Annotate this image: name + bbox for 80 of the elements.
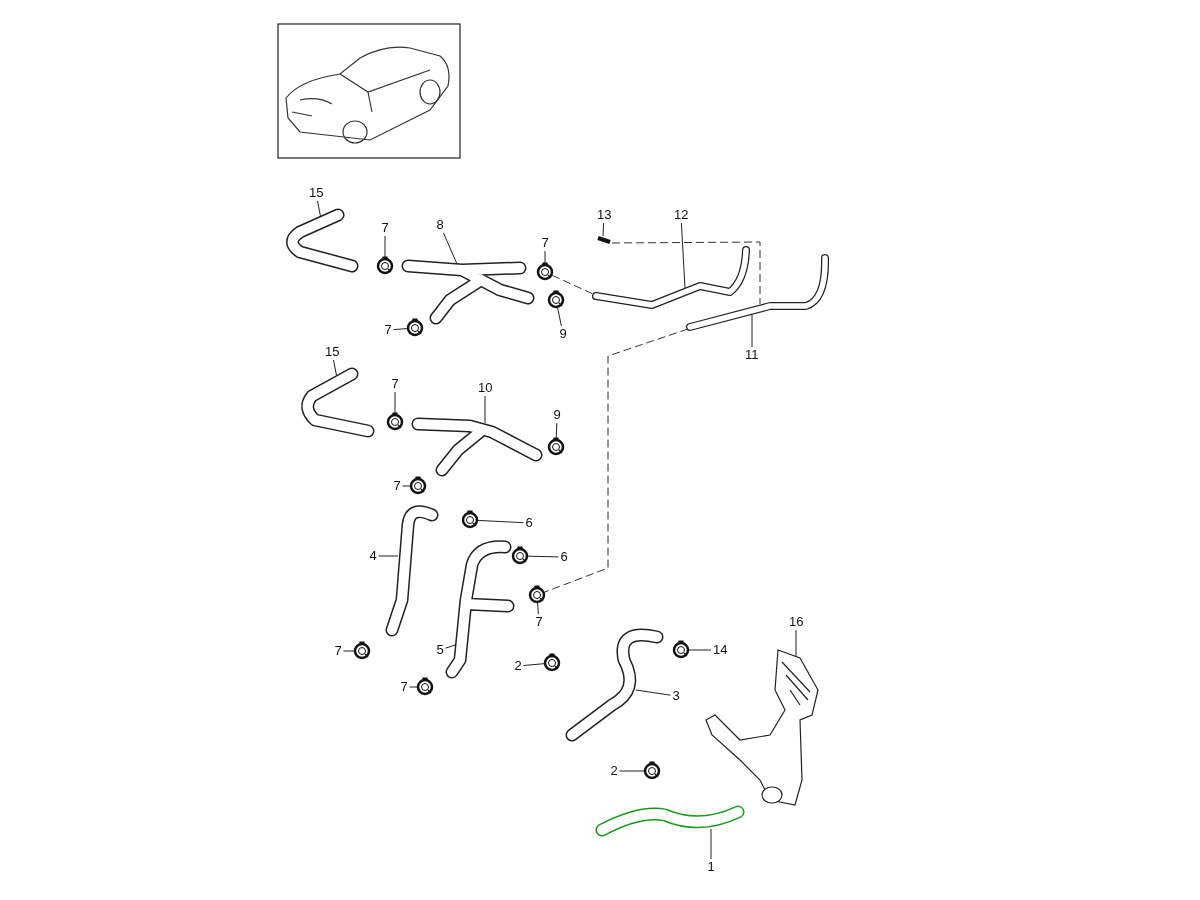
leader-line — [619, 770, 645, 772]
y-hose — [411, 417, 543, 477]
y-hose — [401, 259, 535, 325]
callout-number: 7 — [541, 236, 549, 250]
leader-line — [477, 519, 524, 524]
coolant-hose — [595, 805, 745, 837]
leader-line — [527, 555, 559, 558]
callout-number: 7 — [393, 479, 401, 493]
callout-number: 12 — [674, 208, 689, 222]
callout-number: 6 — [525, 516, 533, 530]
hose-clamp-icon — [511, 546, 529, 565]
leader-line — [537, 602, 539, 615]
leader-line — [680, 222, 686, 289]
leader-line — [393, 328, 408, 331]
callout-number: 13 — [597, 208, 612, 222]
callout-number: 9 — [553, 408, 561, 422]
assembly-line — [611, 241, 761, 305]
leader-line — [443, 232, 458, 265]
callout-number: 1 — [707, 860, 715, 874]
callout-number: 11 — [745, 348, 759, 362]
leader-line — [602, 222, 605, 237]
coolant-pipe — [686, 254, 829, 331]
hose-clamp-icon — [353, 641, 371, 660]
hose-clamp-icon — [547, 290, 565, 309]
leader-line — [635, 689, 671, 696]
callout-number: 4 — [369, 549, 377, 563]
callout-number: 9 — [559, 327, 567, 341]
coolant-pipe — [592, 246, 750, 309]
assembly-line — [544, 328, 689, 593]
callout-number: 8 — [436, 218, 444, 232]
leader-line — [394, 391, 396, 415]
t-hose — [445, 540, 515, 679]
callout-number: 7 — [535, 615, 543, 629]
leader-line — [484, 395, 486, 424]
leader-line — [523, 663, 545, 666]
leader-line — [544, 250, 546, 265]
hose-clamp-icon — [416, 677, 434, 696]
leader-line — [343, 650, 355, 652]
leader-line — [378, 555, 399, 557]
assembly-line — [551, 274, 594, 295]
callout-number: 6 — [560, 550, 568, 564]
hose-clamp-icon — [543, 653, 561, 672]
coolant-hose — [301, 367, 375, 438]
leader-line — [409, 686, 418, 688]
hose-clamp-icon — [461, 510, 479, 529]
coolant-hose — [286, 208, 359, 273]
callout-number: 16 — [789, 615, 804, 629]
leader-line — [751, 314, 753, 348]
callout-number: 7 — [400, 680, 408, 694]
callout-number: 2 — [514, 659, 522, 673]
leader-line — [384, 235, 386, 259]
callout-number: 7 — [384, 323, 392, 337]
callout-number: 15 — [325, 345, 340, 359]
callout-number: 7 — [334, 644, 342, 658]
callout-number: 7 — [391, 377, 399, 391]
callout-number: 7 — [381, 221, 389, 235]
leader-line — [688, 649, 712, 651]
hose-clamp-icon — [672, 640, 690, 659]
leader-line — [795, 629, 797, 658]
bolt-icon — [597, 236, 611, 244]
leader-line — [557, 307, 562, 327]
callout-number: 5 — [436, 643, 444, 657]
hose-clamp-icon — [528, 585, 546, 604]
coolant-hose — [385, 505, 439, 637]
hose-clamp-icon — [406, 318, 424, 337]
hose-clamp-icon — [376, 256, 394, 275]
hose-clamp-icon — [386, 412, 404, 431]
callout-number: 15 — [309, 186, 324, 200]
callout-number: 14 — [713, 643, 728, 657]
hose-clamp-icon — [643, 761, 661, 780]
callout-number: 2 — [610, 764, 618, 778]
callout-number: 3 — [672, 689, 680, 703]
callout-number: 10 — [478, 381, 493, 395]
hose-clamp-icon — [547, 437, 565, 456]
leader-line — [402, 485, 411, 487]
hose-clamp-icon — [409, 476, 427, 495]
leader-line — [445, 644, 456, 649]
leader-line — [710, 828, 712, 860]
hose-clamp-icon — [536, 262, 554, 281]
coolant-hose — [565, 628, 664, 742]
